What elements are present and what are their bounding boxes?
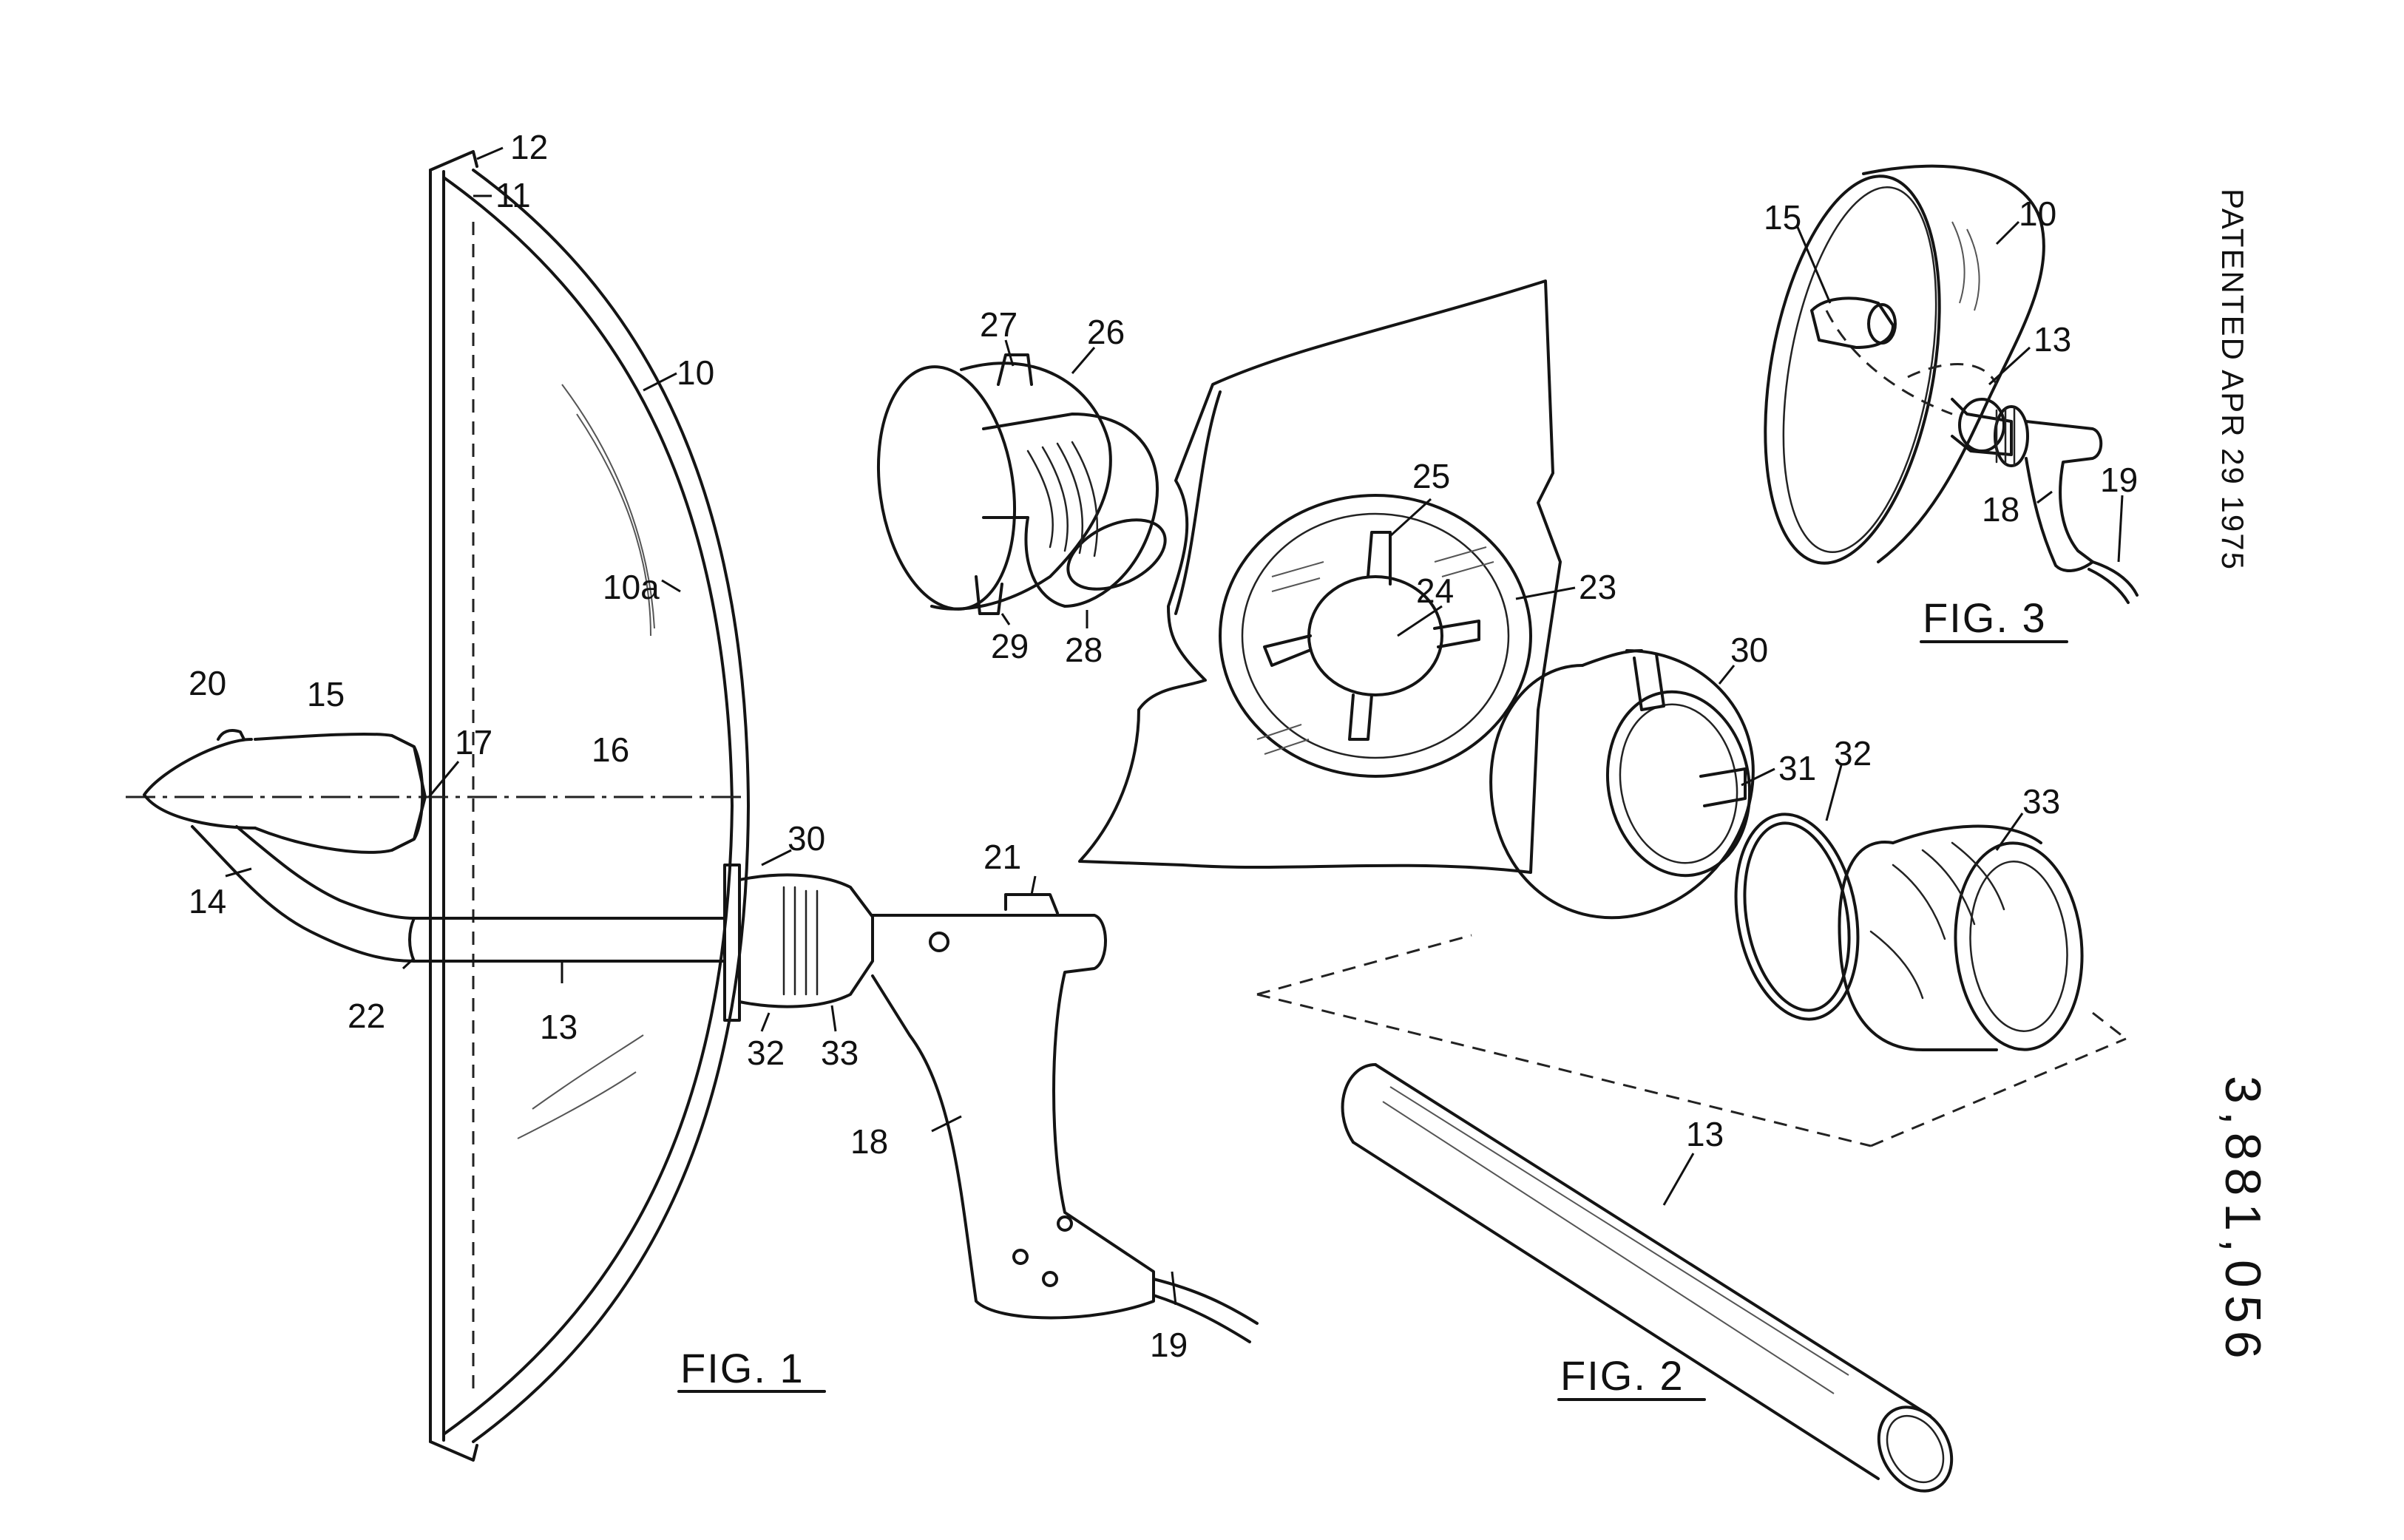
fig2-label-27: 27 [980,305,1018,344]
fig1-label-10a: 10a [603,568,660,606]
fig2-label-13: 13 [1686,1115,1724,1153]
fig1-label-19: 19 [1150,1326,1188,1364]
patent-number-group: 3,881,056 [2215,1076,2271,1366]
fig1-label-14: 14 [189,882,226,920]
fig1-label-30: 30 [788,819,825,858]
fig2-label-26: 26 [1087,313,1125,351]
fig1-label-21: 21 [983,838,1021,876]
fig3-label-18: 18 [1982,490,2019,529]
fig1-label-22: 22 [348,997,385,1035]
fig2-caption: FIG. 2 [1560,1352,1685,1399]
fig2-label-31: 31 [1778,749,1816,787]
fig1-label-11: 11 [495,176,531,214]
fig2-label-28: 28 [1065,631,1103,669]
fig1-label-20: 20 [189,664,226,702]
patented-date-stamp: PATENTED APR 29 1975 [2215,189,2250,571]
fig1-label-12: 12 [510,128,548,166]
fig1-label-16: 16 [592,730,629,769]
fig2-label-23: 23 [1579,568,1616,606]
fig2-label-24: 24 [1416,571,1454,610]
fig3-label-13: 13 [2034,320,2071,359]
fig2-label-30: 30 [1730,631,1768,669]
fig1-label-13: 13 [540,1008,578,1046]
fig2-label-29: 29 [991,627,1029,665]
fig3-caption: FIG. 3 [1923,594,2047,641]
fig1-label-17: 17 [455,723,492,761]
fig3-label-15: 15 [1764,198,1801,237]
patented-date-stamp-group: PATENTED APR 29 1975 [2215,189,2250,571]
fig2-label-25: 25 [1412,457,1450,495]
fig2-label-32: 32 [1834,734,1872,773]
fig3-perspective-view: 15 10 13 18 19 FIG. 3 [1764,164,2139,643]
fig3-label-19: 19 [2100,461,2138,499]
fig1-caption: FIG. 1 [680,1345,805,1391]
fig2-exploded-view: 27 26 29 28 25 24 23 30 31 32 33 13 FIG.… [876,279,2127,1493]
fig3-label-10: 10 [2019,194,2056,233]
fig1-label-32: 32 [747,1034,785,1072]
fig1-label-33: 33 [821,1034,859,1072]
fig1-label-18: 18 [850,1122,888,1161]
fig1-parabolic-microphone-side-view: 12 11 10 10a 20 15 17 16 30 21 14 22 13 … [126,128,1259,1462]
patent-number: 3,881,056 [2215,1076,2271,1366]
fig1-label-15: 15 [307,675,345,713]
fig1-label-10: 10 [677,353,714,392]
fig2-label-33: 33 [2022,782,2060,821]
